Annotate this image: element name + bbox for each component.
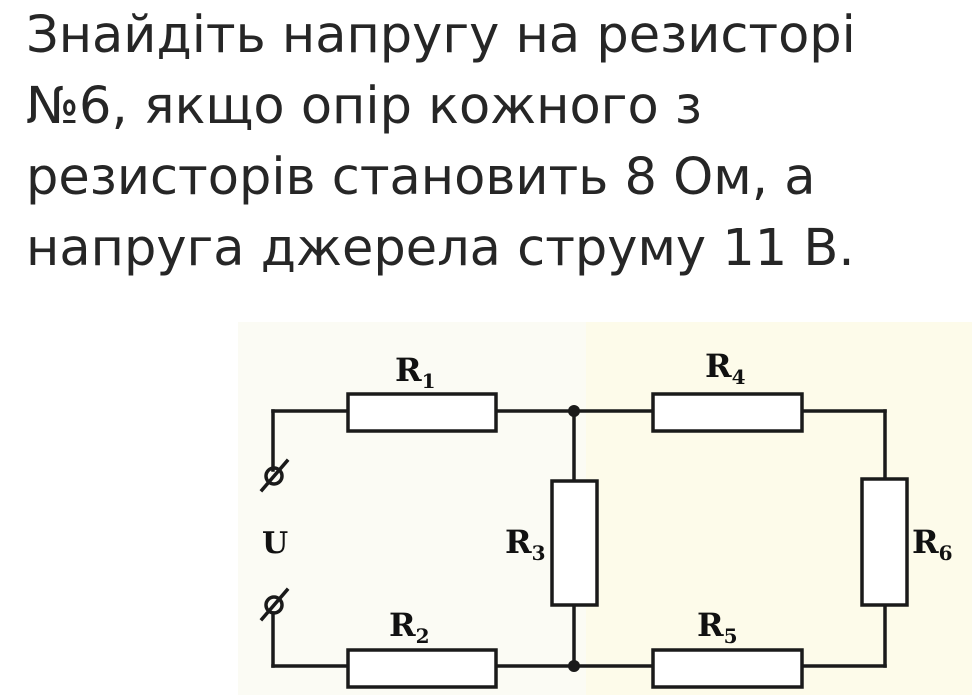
resistor-r1 (346, 392, 498, 433)
terminal-top-icon (259, 458, 290, 493)
question-line-4: напруга джерела струму 11 В. (26, 219, 855, 278)
resistor-r6 (860, 477, 909, 607)
label-r3: R3 (505, 523, 546, 565)
terminal-bottom-icon (259, 587, 290, 622)
source-label: U (262, 526, 288, 561)
resistor-r5 (651, 648, 804, 689)
junction-bottom (568, 660, 580, 672)
resistor-r2 (346, 648, 498, 689)
resistor-r3 (550, 479, 599, 607)
label-r6: R6 (912, 523, 953, 565)
junction-top (568, 405, 580, 417)
question-text: Знайдіть напругу на резисторі №6, якщо о… (26, 0, 956, 284)
label-r4: R4 (705, 347, 746, 389)
resistor-r4 (651, 392, 804, 433)
label-r1: R1 (395, 351, 436, 393)
label-r2: R2 (389, 606, 430, 648)
question-line-1: Знайдіть напругу на резисторі (26, 6, 856, 65)
question-line-2: №6, якщо опір кожного з (26, 77, 702, 136)
label-r5: R5 (697, 606, 738, 648)
question-line-3: резисторів становить 8 Ом, а (26, 148, 816, 207)
